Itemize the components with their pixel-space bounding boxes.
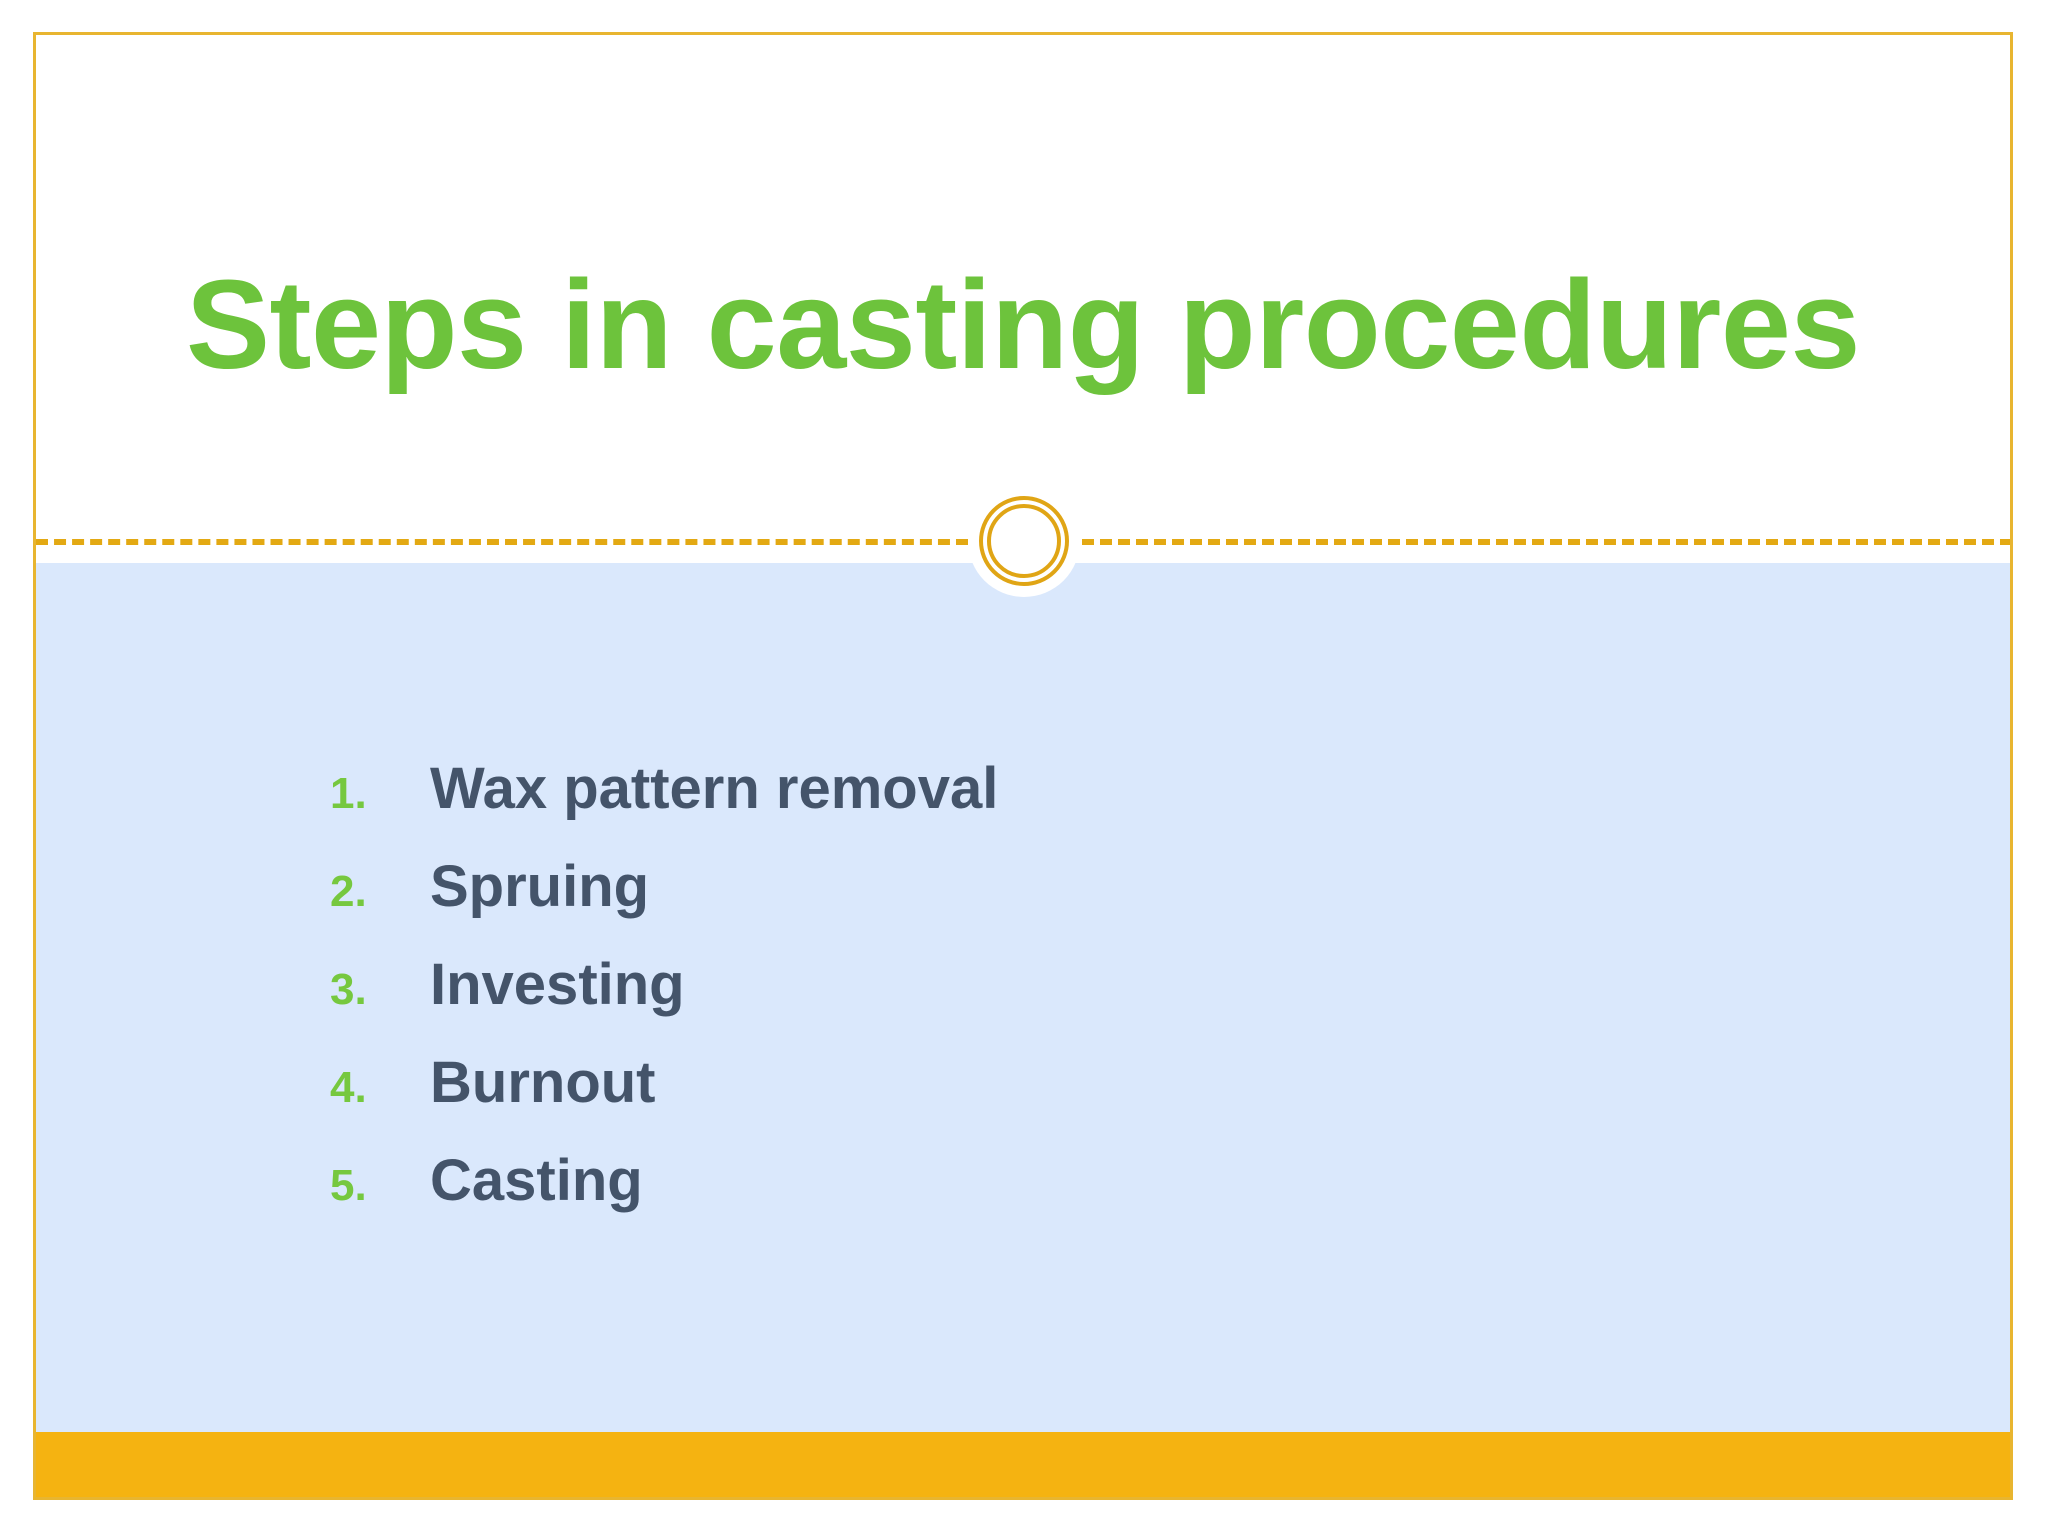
list-item-label: Spruing: [430, 854, 650, 919]
list-item-number: 2.: [330, 867, 367, 916]
decorative-double-ring-circle-icon: [968, 485, 1080, 597]
slide-content-panel: [36, 563, 2010, 1432]
list-item-number: 1.: [330, 769, 367, 818]
bottom-accent-band: [36, 1432, 2010, 1497]
list-item-number: 3.: [330, 965, 367, 1014]
list-item: 4. Burnout: [330, 1049, 998, 1147]
list-item-number: 5.: [330, 1161, 367, 1210]
list-item: 3. Investing: [330, 951, 998, 1049]
steps-list: 1. Wax pattern removal 2. Spruing 3. Inv…: [330, 755, 998, 1245]
circle-inner-ring: [987, 504, 1061, 578]
list-item: 2. Spruing: [330, 853, 998, 951]
page-title: Steps in casting procedures: [186, 254, 1860, 395]
dashed-divider-right: [1082, 539, 2012, 545]
list-item-label: Investing: [430, 952, 685, 1017]
list-item-label: Burnout: [430, 1050, 656, 1115]
dashed-divider-left: [36, 539, 968, 545]
list-item-label: Wax pattern removal: [430, 756, 999, 821]
slide-title-region: [36, 35, 2010, 563]
list-item-number: 4.: [330, 1063, 367, 1112]
list-item: 5. Casting: [330, 1147, 998, 1245]
list-item: 1. Wax pattern removal: [330, 755, 998, 853]
list-item-label: Casting: [430, 1148, 643, 1213]
